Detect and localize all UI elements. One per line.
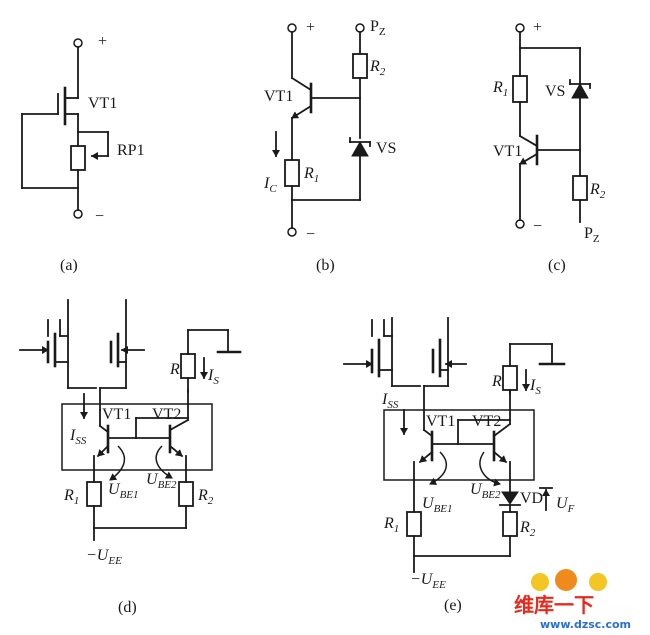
label-uee-e: −UEE	[410, 571, 446, 591]
bjt-pair-e	[418, 391, 512, 464]
jfet-pair-d	[19, 299, 145, 411]
label-uf-e: UF	[556, 495, 575, 515]
resistor-r2-c	[572, 175, 588, 201]
terminal-plus-c	[515, 23, 525, 33]
label-ube1-d: UBE1	[108, 481, 139, 501]
terminal-minus-c	[515, 219, 525, 229]
caption-d: (d)	[118, 599, 137, 616]
label-ic: IC	[263, 175, 277, 195]
jfet-pair-e	[343, 317, 467, 431]
terminal-minus-b	[287, 227, 297, 237]
label-minus-b: −	[306, 226, 315, 243]
watermark-star-icon	[589, 573, 607, 591]
circuit-c: + − R1 VS VT1 R2 PZ (c)	[492, 19, 606, 274]
resistor-r-e	[502, 365, 518, 391]
watermark-chip-icon	[555, 569, 577, 591]
label-uee-d: −UEE	[86, 547, 122, 567]
diode-vd-e	[499, 491, 521, 506]
resistor-r2-b	[352, 53, 368, 79]
label-vt1-e: VT1	[426, 413, 455, 430]
circuit-d: R IS ISS VT1 VT2 UBE1 UBE2 R1 R2 −UEE (d…	[19, 299, 242, 616]
label-minus-c: −	[533, 218, 542, 235]
label-plus-a: +	[98, 33, 107, 50]
bjt-vt1-c	[518, 134, 581, 166]
circuit-a: + − VT1 RP1 (a)	[21, 33, 145, 274]
label-r1-d: R1	[63, 487, 79, 507]
label-ube2-d: UBE2	[146, 471, 177, 491]
label-plus-c: +	[533, 19, 542, 36]
resistor-r1-b	[284, 159, 300, 187]
caption-a: (a)	[60, 257, 78, 274]
circuit-b: + − VT1 R1 R2 PZ VS IC (b)	[263, 18, 396, 274]
watermark-brand: 维库一下	[514, 593, 594, 617]
resistor-r1-d	[86, 481, 102, 507]
watermark: 维库一下 www.dzsc.com	[514, 569, 631, 631]
zener-vs-c	[569, 79, 591, 99]
label-iss-d: ISS	[69, 427, 87, 447]
label-r1-b: R1	[303, 165, 319, 185]
watermark-url: www.dzsc.com	[540, 618, 631, 631]
terminal-minus-a	[73, 209, 83, 219]
label-r2-e: R2	[519, 519, 536, 539]
label-r2-b: R2	[369, 58, 386, 78]
label-vt1-b: VT1	[264, 88, 293, 105]
label-vt2-e: VT2	[472, 413, 501, 430]
label-vt1-a: VT1	[88, 95, 117, 112]
label-vs-b: VS	[376, 140, 396, 157]
label-pz-b: PZ	[370, 18, 386, 38]
label-is-e: IS	[529, 377, 541, 397]
terminal-plus-a	[73, 38, 83, 48]
bjt-pair-d	[96, 389, 190, 458]
current-source-box-e	[383, 409, 535, 481]
label-iss-e: ISS	[381, 391, 399, 411]
bjt-vt1-b	[290, 76, 361, 120]
zener-vs-b	[349, 137, 371, 157]
label-r2-c: R2	[589, 181, 606, 201]
label-r-e: R	[491, 373, 502, 390]
label-is-d: IS	[207, 367, 219, 387]
label-plus-b: +	[306, 19, 315, 36]
resistor-r2-e	[502, 511, 518, 537]
label-vt1-d: VT1	[102, 406, 131, 423]
resistor-r1-e	[406, 511, 422, 537]
label-vd-e: VD	[520, 490, 543, 507]
terminal-plus-b	[287, 23, 297, 33]
resistor-r1-c	[512, 75, 528, 103]
watermark-mascot-icon	[531, 573, 549, 591]
label-r-d: R	[169, 361, 180, 378]
potentiometer-rp1	[70, 145, 86, 171]
terminal-pz-b	[355, 23, 365, 33]
circuit-e: R IS ISS VT1 VT2 UBE1 UBE2 VD UF R1 R2 −…	[343, 317, 575, 614]
resistor-r2-d	[178, 481, 194, 507]
label-minus-a: −	[95, 208, 104, 225]
label-vt1-c: VT1	[493, 143, 522, 160]
caption-c: (c)	[548, 257, 566, 274]
caption-e: (e)	[444, 597, 462, 614]
label-vs-c: VS	[545, 83, 565, 100]
caption-b: (b)	[316, 257, 335, 274]
label-r2-d: R2	[197, 487, 214, 507]
current-source-box-d	[61, 403, 213, 471]
label-ube2-e: UBE2	[470, 481, 501, 501]
label-ube1-e: UBE1	[422, 495, 453, 515]
label-pz-c: PZ	[584, 225, 600, 245]
resistor-r-d	[180, 353, 196, 379]
label-vt2-d: VT2	[152, 406, 181, 423]
label-rp1: RP1	[117, 142, 145, 159]
jfet-vt1-a	[57, 86, 79, 126]
label-r1-c: R1	[492, 79, 508, 99]
label-r1-e: R1	[383, 515, 399, 535]
